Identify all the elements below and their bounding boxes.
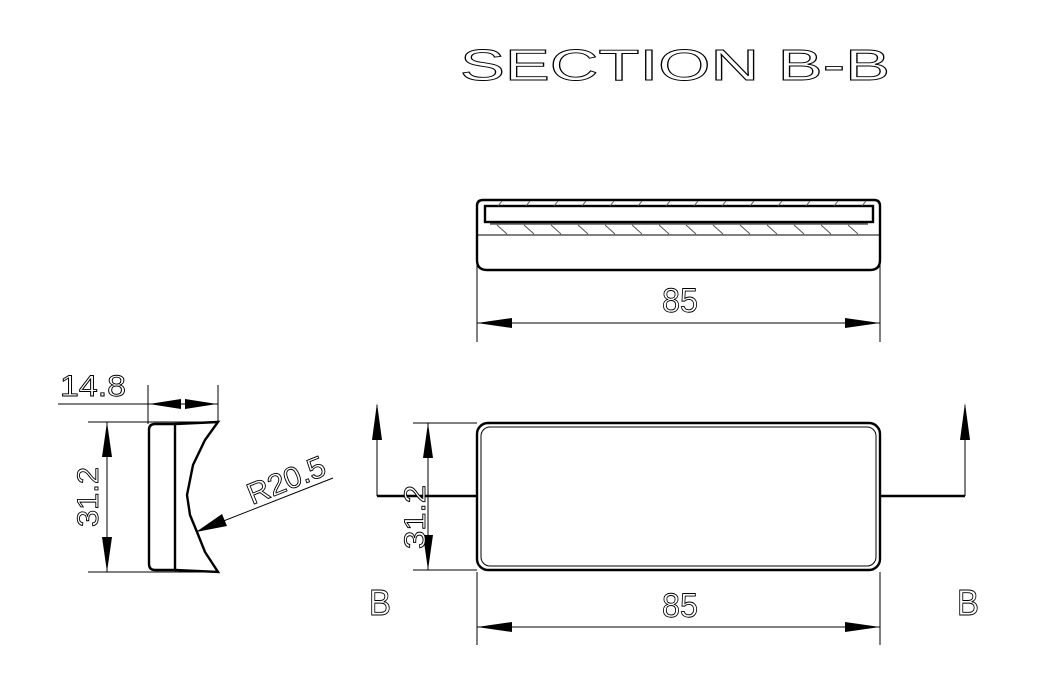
plan-view: B B 31.2 85 — [369, 403, 979, 645]
plan-length-dimension: 85 — [662, 587, 698, 625]
side-view: 31.2 14.8 R20.5 — [58, 370, 334, 574]
section-mark-right: B — [957, 582, 979, 623]
side-width-dimension: 14.8 — [60, 370, 126, 403]
plan-height-dimension: 31.2 — [399, 485, 432, 549]
hatch-lines — [496, 200, 867, 235]
radius-dimension: R20.5 — [242, 450, 330, 511]
section-length-dimension: 85 — [662, 282, 698, 320]
section-mark-left: B — [369, 582, 391, 623]
side-height-dimension: 31.2 — [72, 467, 105, 527]
drawing-title: SECTION B-B — [460, 41, 890, 90]
section-view: 85 — [475, 198, 882, 342]
